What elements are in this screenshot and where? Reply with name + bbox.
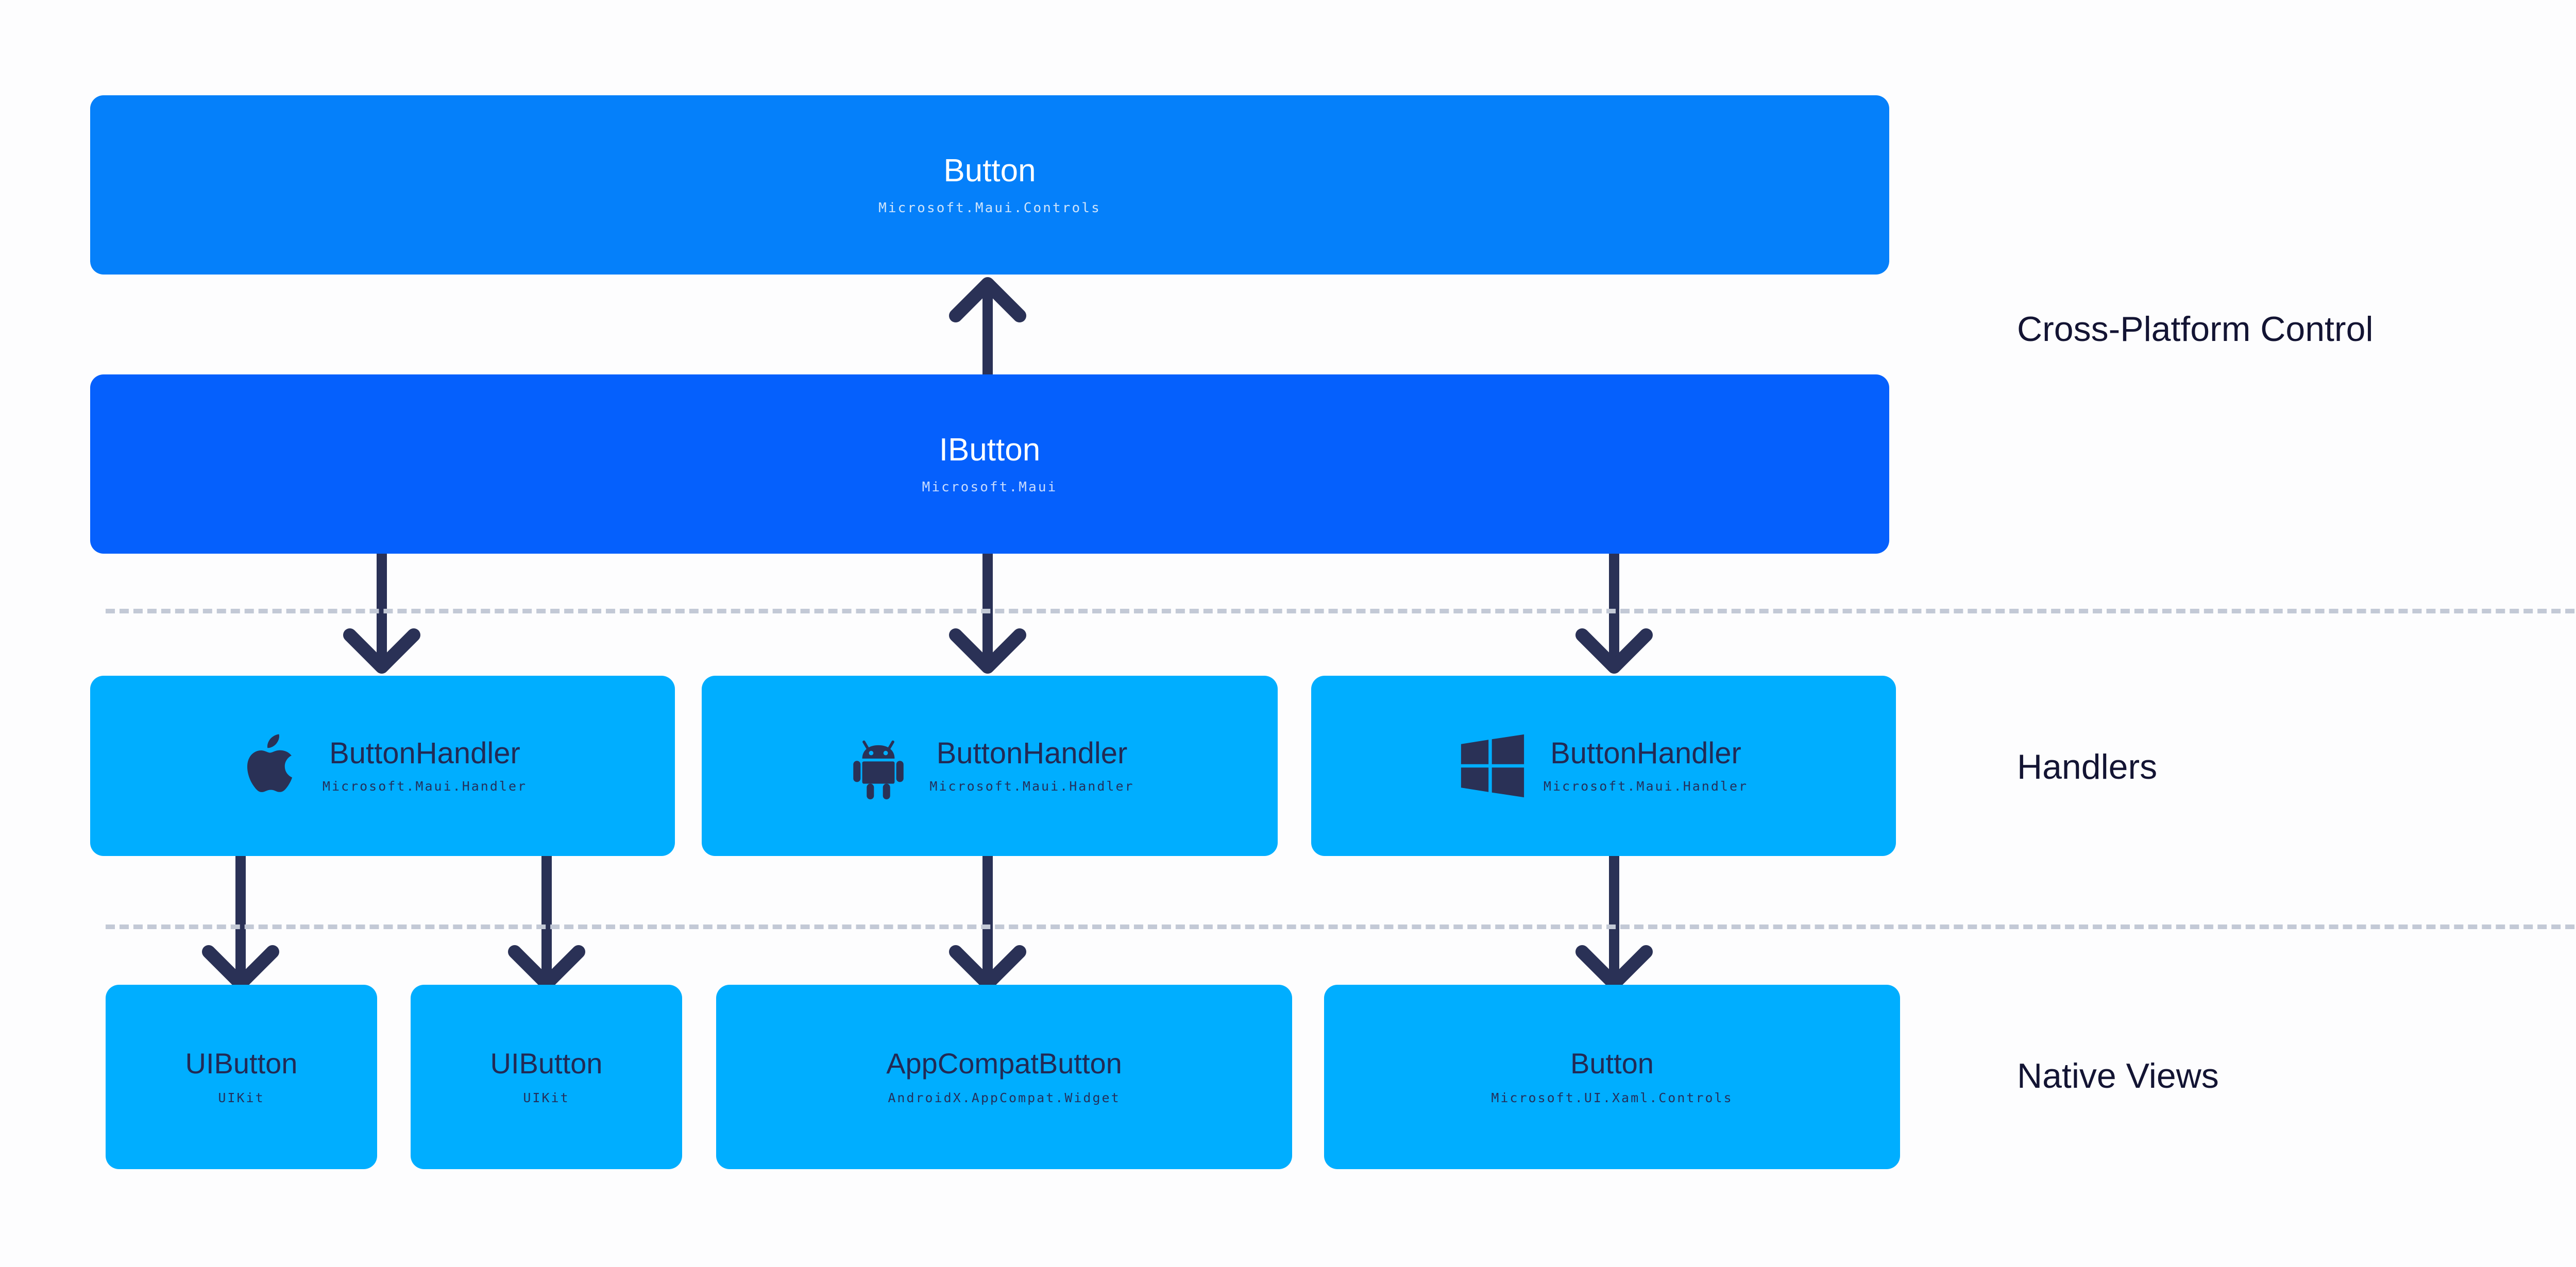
divider-handlers-native <box>106 924 2576 929</box>
node-namespace: Microsoft.Maui.Handler <box>322 778 528 794</box>
arrow-ios-handler-to-uibutton-2 <box>508 851 585 990</box>
arrow-android-handler-to-appcompatbutton <box>949 851 1026 990</box>
node-handler-windows[interactable]: ButtonHandler Microsoft.Maui.Handler <box>1311 676 1896 856</box>
node-native-appcompatbutton[interactable]: AppCompatButton AndroidX.AppCompat.Widge… <box>716 985 1292 1169</box>
node-handler-ios[interactable]: ButtonHandler Microsoft.Maui.Handler <box>90 676 675 856</box>
windows-icon <box>1459 732 1526 799</box>
node-namespace: Microsoft.Maui.Handler <box>1543 778 1749 794</box>
node-title: ButtonHandler <box>329 737 520 771</box>
node-title: AppCompatButton <box>886 1047 1122 1080</box>
arrow-ibutton-to-button <box>949 277 1026 383</box>
node-native-uibutton-1[interactable]: UIButton UIKit <box>106 985 377 1169</box>
android-icon <box>845 732 912 799</box>
node-native-button[interactable]: Button Microsoft.UI.Xaml.Controls <box>1324 985 1900 1169</box>
node-title: Button <box>1570 1047 1654 1080</box>
node-interface-ibutton[interactable]: IButton Microsoft.Maui <box>90 374 1889 554</box>
node-title: UIButton <box>490 1047 603 1080</box>
tier-label-cross-platform-control: Cross-Platform Control <box>2017 310 2374 349</box>
node-namespace: Microsoft.UI.Xaml.Controls <box>1491 1090 1733 1105</box>
tier-label-native-views: Native Views <box>2017 1056 2219 1095</box>
node-namespace: Microsoft.Maui.Controls <box>878 200 1101 216</box>
divider-control-handlers <box>106 609 2576 613</box>
apple-icon <box>238 732 305 799</box>
node-title: ButtonHandler <box>936 737 1128 771</box>
node-title: UIButton <box>185 1047 298 1080</box>
tier-label-handlers: Handlers <box>2017 747 2158 786</box>
node-namespace: UIKit <box>523 1090 570 1105</box>
node-native-uibutton-2[interactable]: UIButton UIKit <box>411 985 682 1169</box>
arrow-ios-handler-to-uibutton-1 <box>202 851 279 990</box>
node-control-button[interactable]: Button Microsoft.Maui.Controls <box>90 95 1889 275</box>
node-title: ButtonHandler <box>1550 737 1741 771</box>
node-title: IButton <box>939 432 1041 468</box>
arrow-windows-handler-to-button <box>1575 851 1653 990</box>
node-namespace: AndroidX.AppCompat.Widget <box>888 1090 1121 1105</box>
node-namespace: Microsoft.Maui <box>922 479 1058 495</box>
node-namespace: UIKit <box>218 1090 265 1105</box>
node-title: Button <box>943 153 1036 189</box>
node-namespace: Microsoft.Maui.Handler <box>929 778 1134 794</box>
node-handler-android[interactable]: ButtonHandler Microsoft.Maui.Handler <box>702 676 1278 856</box>
